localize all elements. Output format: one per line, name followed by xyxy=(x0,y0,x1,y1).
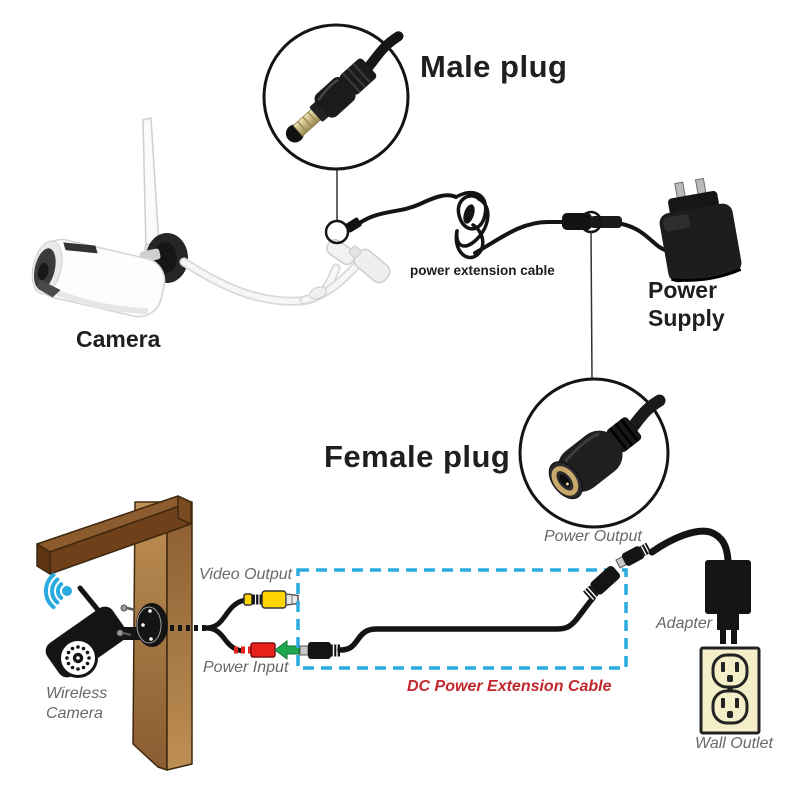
male-plug-icon xyxy=(285,31,404,143)
connect-arrow-icon xyxy=(274,640,300,660)
junction-ring-left xyxy=(324,219,350,245)
power-supply-label: Power Supply xyxy=(648,277,725,332)
video-output-label: Video Output xyxy=(199,566,293,583)
male-plug-callout xyxy=(262,23,410,245)
mount-plate xyxy=(136,603,168,647)
female-plug-icon xyxy=(548,394,666,500)
wall-outlet-illustration xyxy=(699,646,761,735)
mount-screws xyxy=(116,604,136,637)
power-output-junction xyxy=(615,527,732,569)
wall-outlet-label: Wall Outlet xyxy=(695,735,773,752)
wireless-camera-label: Wireless Camera xyxy=(46,685,108,722)
dc-extension-cable-illustration xyxy=(299,565,621,659)
wireless-camera-illustration xyxy=(43,572,168,678)
female-plug-label: Female plug xyxy=(324,439,511,474)
camera-pigtail-illustration xyxy=(170,590,300,660)
power-extension-cable-photo xyxy=(345,190,675,260)
camera-label: Camera xyxy=(76,326,161,352)
dc-cable-highlight-box xyxy=(296,568,628,670)
power-input-label: Power Input xyxy=(203,659,289,676)
camera-antenna xyxy=(142,117,160,252)
male-plug-label: Male plug xyxy=(420,49,568,84)
camera-photo xyxy=(31,117,391,318)
power-output-label: Power Output xyxy=(544,528,642,545)
camera-second-connector xyxy=(348,245,391,284)
video-output-connector xyxy=(243,590,299,609)
adapter-label: Adapter xyxy=(656,615,713,632)
adapter-illustration xyxy=(705,560,751,644)
camera-power-jack xyxy=(326,238,356,266)
wifi-signal-icon xyxy=(43,572,72,610)
female-plug-callout xyxy=(518,210,670,529)
power-supply-photo xyxy=(659,177,742,283)
dc-power-extension-cable-label: DC Power Extension Cable xyxy=(407,678,612,695)
power-extension-cable-label: power extension cable xyxy=(410,263,555,278)
wood-beam xyxy=(36,495,192,575)
